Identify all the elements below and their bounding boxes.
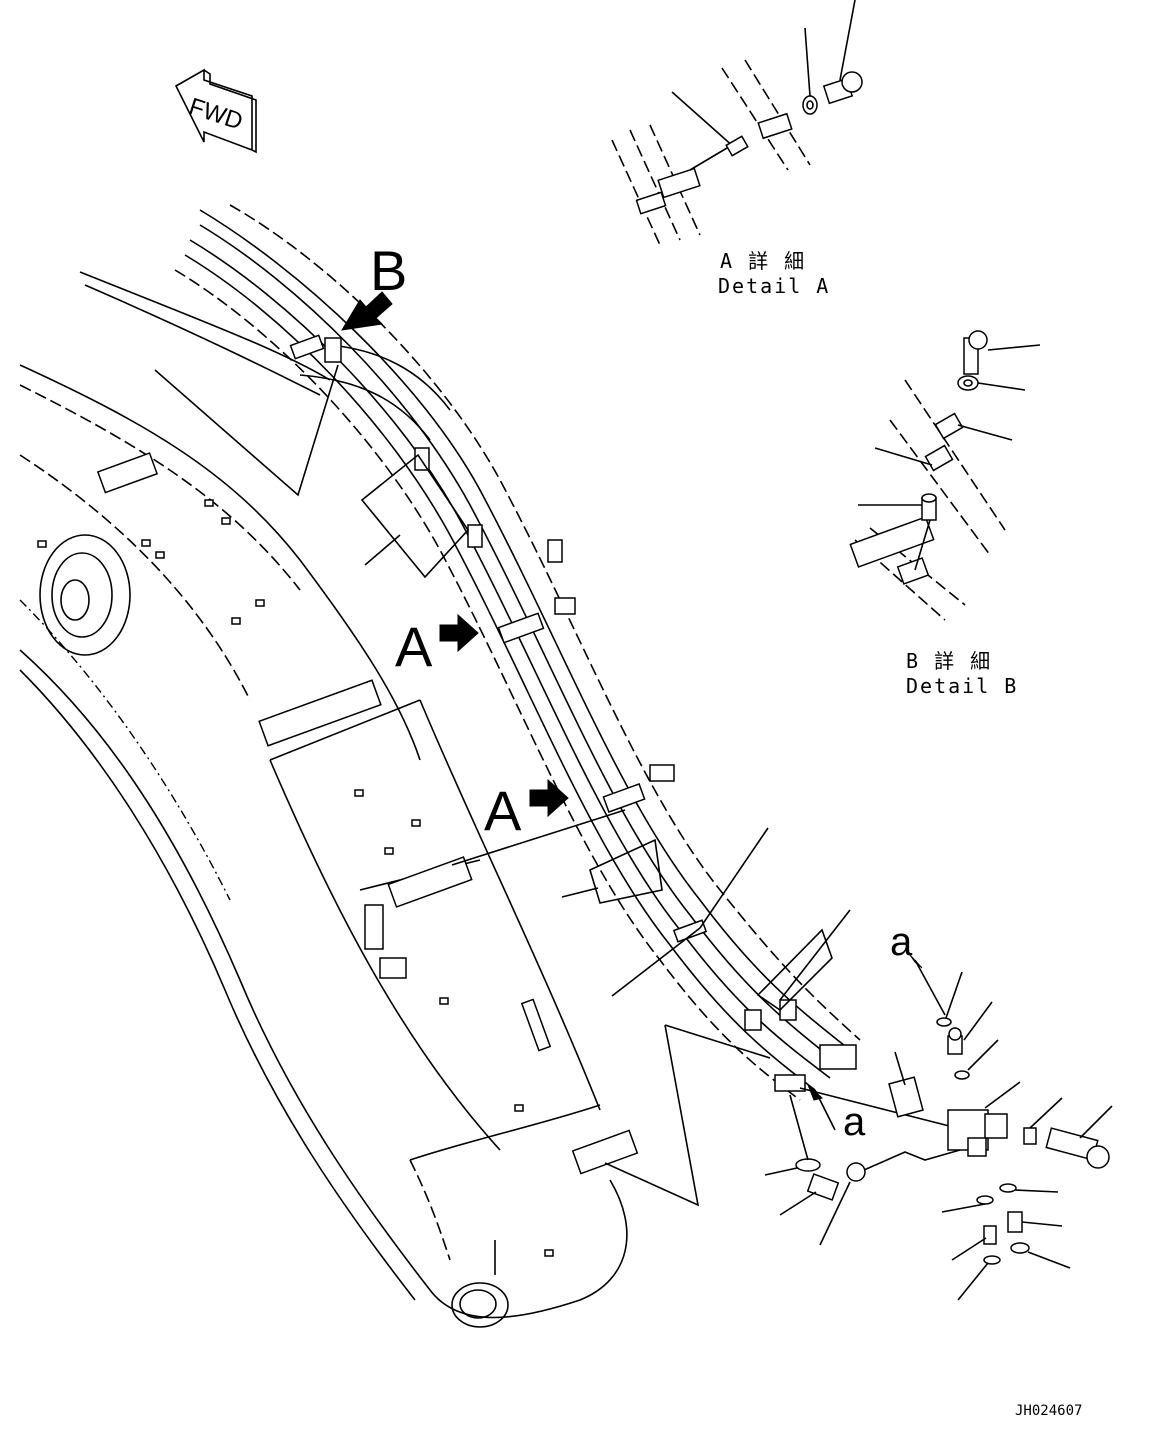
detail-b-jp-label: B 詳 細 [906, 649, 992, 673]
callout-a-small-top-label: a [890, 920, 913, 964]
detail-a: A 詳 細 Detail A [611, 0, 863, 298]
detail-b: B 詳 細 Detail B [849, 330, 1041, 698]
callout-b-arrow-icon [341, 291, 393, 331]
callout-a-small-bottom-label: a [843, 1100, 866, 1144]
fwd-label: FWD [186, 93, 246, 136]
drawing-code: JH024607 [1015, 1403, 1082, 1419]
callout-a-small-top-arrow-icon [909, 954, 923, 969]
pivot-boss [39, 534, 131, 656]
boom-bolts [37, 499, 554, 1257]
fwd-arrow-icon: FWD [174, 68, 257, 154]
callout-a-small-bottom-arrow-icon [807, 1084, 824, 1101]
callout-a-lower-arrow-icon [529, 778, 569, 818]
fittings-detail [764, 971, 1113, 1301]
leader-lines [154, 364, 966, 1207]
boom-brackets [96, 452, 639, 1175]
callout-a-lower-label: A [484, 779, 522, 842]
callout-a-upper-arrow-icon [439, 613, 479, 653]
callout-arrows [341, 291, 946, 1131]
callout-a-upper-label: A [395, 615, 433, 678]
detail-a-jp-label: A 詳 細 [720, 249, 806, 273]
detail-a-en-label: Detail A [718, 274, 830, 298]
boom-body [19, 271, 628, 1328]
detail-b-en-label: Detail B [906, 674, 1018, 698]
callout-b-label: B [370, 239, 407, 302]
hose-bundle [174, 204, 861, 1101]
